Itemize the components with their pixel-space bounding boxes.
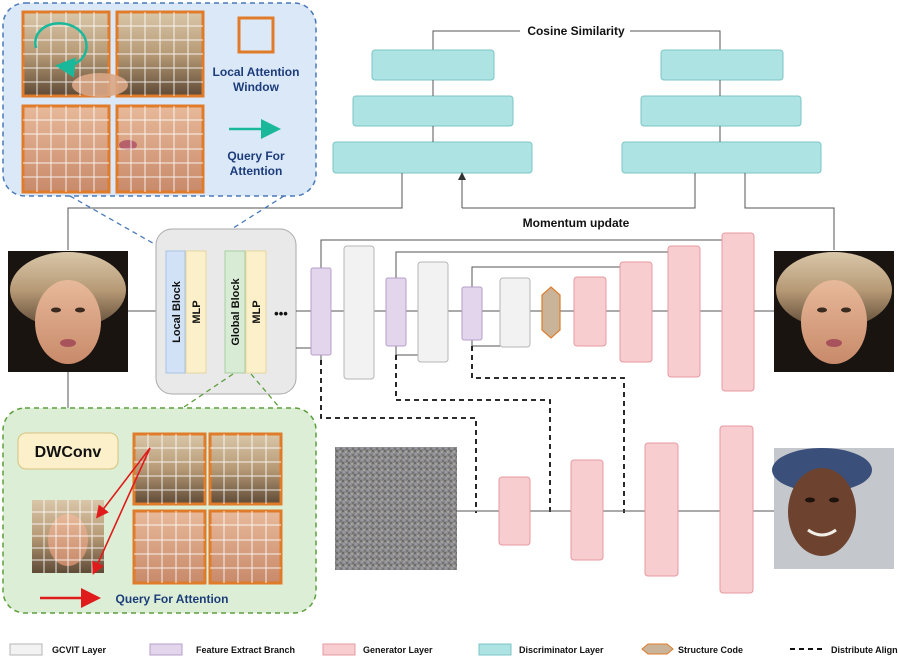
local-block-label: Local Block — [171, 280, 183, 343]
local-window-icon — [237, 16, 275, 54]
cosine-connector — [432, 30, 721, 50]
local-attention-panel: Local Attention Window Query For Attenti… — [2, 2, 317, 197]
distribute-align-lines — [320, 346, 625, 513]
legend-label-gcvit: GCVIT Layer — [52, 645, 107, 655]
global-grid-lines — [32, 434, 281, 583]
momentum-update-label: Momentum update — [523, 216, 630, 230]
discriminator-left — [332, 49, 533, 174]
gcvit-ellipsis: ••• — [274, 306, 288, 321]
legend-label-discriminator: Discriminator Layer — [519, 645, 604, 655]
gcvit-layers — [343, 245, 531, 380]
cosine-similarity-label: Cosine Similarity — [527, 24, 625, 38]
global-query-arrows — [92, 447, 151, 575]
structure-code-hexagon — [541, 286, 561, 339]
mlp-2-label: MLP — [251, 300, 263, 323]
dwconv-box — [17, 432, 119, 470]
global-query-label: Query For Attention — [116, 592, 229, 606]
legend-swatch-feature — [149, 643, 183, 656]
input-face-image — [8, 251, 128, 372]
discriminator-right — [621, 49, 822, 174]
legend-swatch-discriminator — [478, 643, 512, 656]
legend-label-feature: Feature Extract Branch — [196, 645, 295, 655]
local-query-label-2: Attention — [230, 164, 283, 178]
legend — [9, 643, 826, 656]
output-face-image — [774, 251, 894, 372]
gcvit-block — [155, 228, 297, 395]
dwconv-label: DWConv — [35, 444, 102, 461]
legend-swatch-structure — [641, 643, 674, 655]
local-query-label-1: Query For — [227, 149, 285, 163]
feature-extract-branch — [310, 267, 483, 356]
local-window-label-2: Window — [233, 80, 280, 94]
generated-face-image — [772, 448, 894, 569]
legend-swatch-gcvit — [9, 643, 43, 656]
global-zoom-line-right — [250, 373, 291, 421]
local-window-label-1: Local Attention — [213, 65, 300, 79]
legend-label-distribute: Distribute Align — [831, 645, 898, 655]
generator-layers-bottom — [498, 425, 754, 594]
local-grid-lines — [23, 12, 203, 192]
local-zoom-line-left — [69, 195, 173, 255]
noise-input-image — [335, 447, 457, 570]
query-curved-arrow-icon — [34, 21, 88, 78]
legend-label-structure: Structure Code — [678, 645, 743, 655]
mlp-1-label: MLP — [191, 300, 203, 323]
legend-swatch-generator — [322, 643, 356, 656]
global-block-label: Global Block — [230, 278, 242, 346]
generator-layers-top — [573, 232, 755, 392]
legend-label-generator: Generator Layer — [363, 645, 433, 655]
discriminator-links — [67, 80, 835, 250]
global-attention-panel — [2, 407, 317, 614]
